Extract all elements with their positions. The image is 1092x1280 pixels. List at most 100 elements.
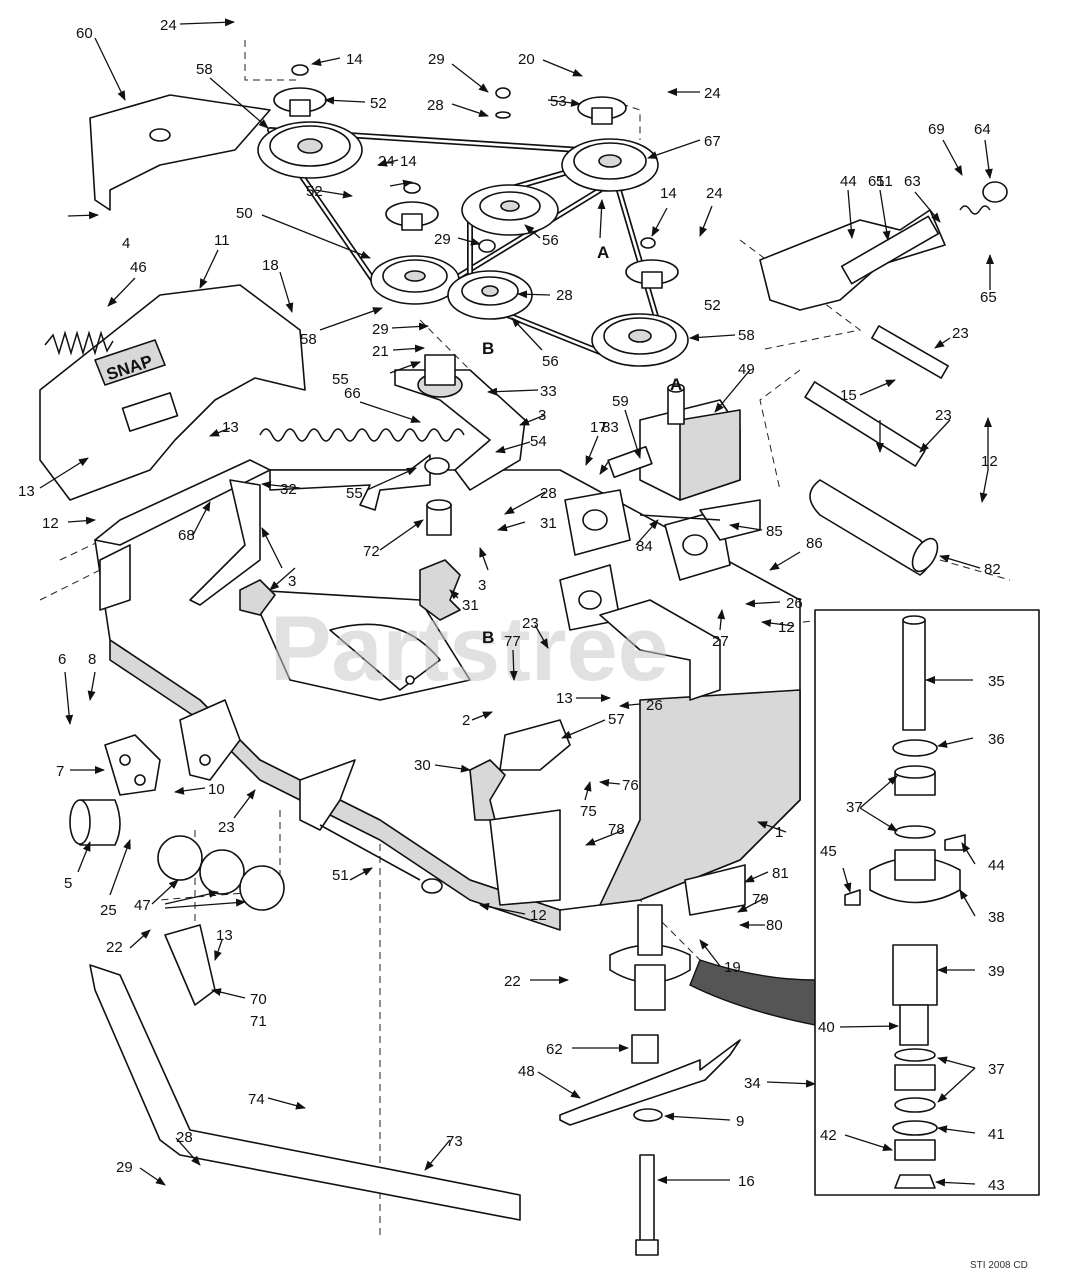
callout-label: 70 bbox=[250, 991, 267, 1008]
belt-cover: SNAP bbox=[39, 284, 306, 501]
callout-label: 23 bbox=[935, 407, 952, 424]
callout-label: 18 bbox=[262, 257, 279, 274]
callout-label: 56 bbox=[542, 232, 559, 249]
callout-label: 7 bbox=[56, 763, 64, 780]
callout-label: 24 bbox=[378, 153, 395, 170]
mower-blade bbox=[559, 1039, 741, 1126]
callout-label: 23 bbox=[522, 615, 539, 632]
spindle-posts bbox=[239, 499, 461, 621]
callout-label: 29 bbox=[434, 231, 451, 248]
callout-label: 24 bbox=[704, 85, 721, 102]
callout-label: 46 bbox=[130, 259, 147, 276]
callout-label: 12 bbox=[530, 907, 547, 924]
callout-label: 3 bbox=[538, 407, 546, 424]
callout-label: 81 bbox=[772, 865, 789, 882]
callout-label: 28 bbox=[427, 97, 444, 114]
callout-label: 26 bbox=[646, 697, 663, 714]
callout-label: 72 bbox=[363, 543, 380, 560]
callout-label: 29 bbox=[428, 51, 445, 68]
callout-label: 80 bbox=[766, 917, 783, 934]
callout-label: 38 bbox=[988, 909, 1005, 926]
callout-label: 58 bbox=[196, 61, 213, 78]
callout-label: 68 bbox=[178, 527, 195, 544]
deck-shield bbox=[89, 94, 271, 211]
callout-label: 66 bbox=[344, 385, 361, 402]
idler-hubs bbox=[273, 64, 679, 289]
callout-label: 28 bbox=[176, 1129, 193, 1146]
callout-label: 73 bbox=[446, 1133, 463, 1150]
callout-label: 84 bbox=[636, 538, 653, 555]
callout-label: 30 bbox=[414, 757, 431, 774]
callout-label: 71 bbox=[250, 1013, 267, 1030]
callout-numbers: 1 2 3 3 3 4 5 6 7 8 9 10 11 12 12 12 12 … bbox=[18, 17, 1005, 1194]
callout-label: 6 bbox=[58, 651, 66, 668]
callout-label: 52 bbox=[370, 95, 387, 112]
callout-label: 41 bbox=[988, 1126, 1005, 1143]
callout-label: 27 bbox=[712, 633, 729, 650]
callout-label: 50 bbox=[236, 205, 253, 222]
callout-label: 15 bbox=[840, 387, 857, 404]
front-bracket bbox=[104, 699, 356, 831]
callout-label: 29 bbox=[372, 321, 389, 338]
callout-label: 83 bbox=[602, 419, 619, 436]
callout-label: 22 bbox=[504, 973, 521, 990]
callout-label: 59 bbox=[612, 393, 629, 410]
callout-label: 34 bbox=[744, 1075, 761, 1092]
rear-roller-assembly bbox=[759, 181, 1008, 576]
callout-label: 23 bbox=[952, 325, 969, 342]
callout-label: 47 bbox=[134, 897, 151, 914]
callout-label: 13 bbox=[222, 419, 239, 436]
callout-label: 39 bbox=[988, 963, 1005, 980]
callout-label: 74 bbox=[248, 1091, 265, 1108]
assembly-letter: B bbox=[482, 339, 494, 358]
bracket-57 bbox=[469, 719, 571, 821]
callout-label: 5 bbox=[64, 875, 72, 892]
callout-label: 21 bbox=[372, 343, 389, 360]
callout-label: 12 bbox=[42, 515, 59, 532]
callout-label: 4 bbox=[122, 235, 130, 252]
callout-label: 52 bbox=[704, 297, 721, 314]
spindle-detail-inset bbox=[814, 609, 1040, 1196]
callout-label: 60 bbox=[76, 25, 93, 42]
callout-label: 13 bbox=[216, 927, 233, 944]
callout-label: 13 bbox=[18, 483, 35, 500]
callout-label: 3 bbox=[288, 573, 296, 590]
assembly-letter: A bbox=[597, 243, 609, 262]
callout-label: 24 bbox=[160, 17, 177, 34]
callout-label: 45 bbox=[820, 843, 837, 860]
pulleys bbox=[257, 121, 689, 367]
callout-label: 55 bbox=[332, 371, 349, 388]
callout-label: 14 bbox=[346, 51, 363, 68]
callout-label: 61 bbox=[868, 173, 885, 190]
callout-label: 86 bbox=[806, 535, 823, 552]
callout-label: 14 bbox=[660, 185, 677, 202]
callout-label: 49 bbox=[738, 361, 755, 378]
callout-label: 17 bbox=[590, 419, 607, 436]
callout-label: 57 bbox=[608, 711, 625, 728]
springs bbox=[44, 205, 991, 442]
watermark-text: Partstree bbox=[270, 598, 669, 700]
callout-label: 78 bbox=[608, 821, 625, 838]
callout-label: 9 bbox=[736, 1113, 744, 1130]
figure-code: STI 2008 CD bbox=[970, 1260, 1028, 1271]
callout-label: 31 bbox=[462, 597, 479, 614]
roller-shaft-51 bbox=[319, 824, 443, 894]
callout-label: 42 bbox=[820, 1127, 837, 1144]
callout-label: 48 bbox=[518, 1063, 535, 1080]
callout-label: 69 bbox=[928, 121, 945, 138]
idler-arm bbox=[394, 354, 526, 491]
callout-label: 54 bbox=[530, 433, 547, 450]
anti-scalp-rollers bbox=[69, 799, 285, 911]
callout-label: 25 bbox=[100, 902, 117, 919]
callout-label: 10 bbox=[208, 781, 225, 798]
mounting-plates bbox=[559, 489, 761, 701]
callout-label: 65 bbox=[980, 289, 997, 306]
mower-deck-shell bbox=[94, 459, 801, 931]
callout-label: 14 bbox=[400, 153, 417, 170]
callout-label: 28 bbox=[540, 485, 557, 502]
callout-label: 11 bbox=[214, 232, 230, 249]
callout-label: 29 bbox=[116, 1159, 133, 1176]
callout-label: 85 bbox=[766, 523, 783, 540]
callout-label: 20 bbox=[518, 51, 535, 68]
